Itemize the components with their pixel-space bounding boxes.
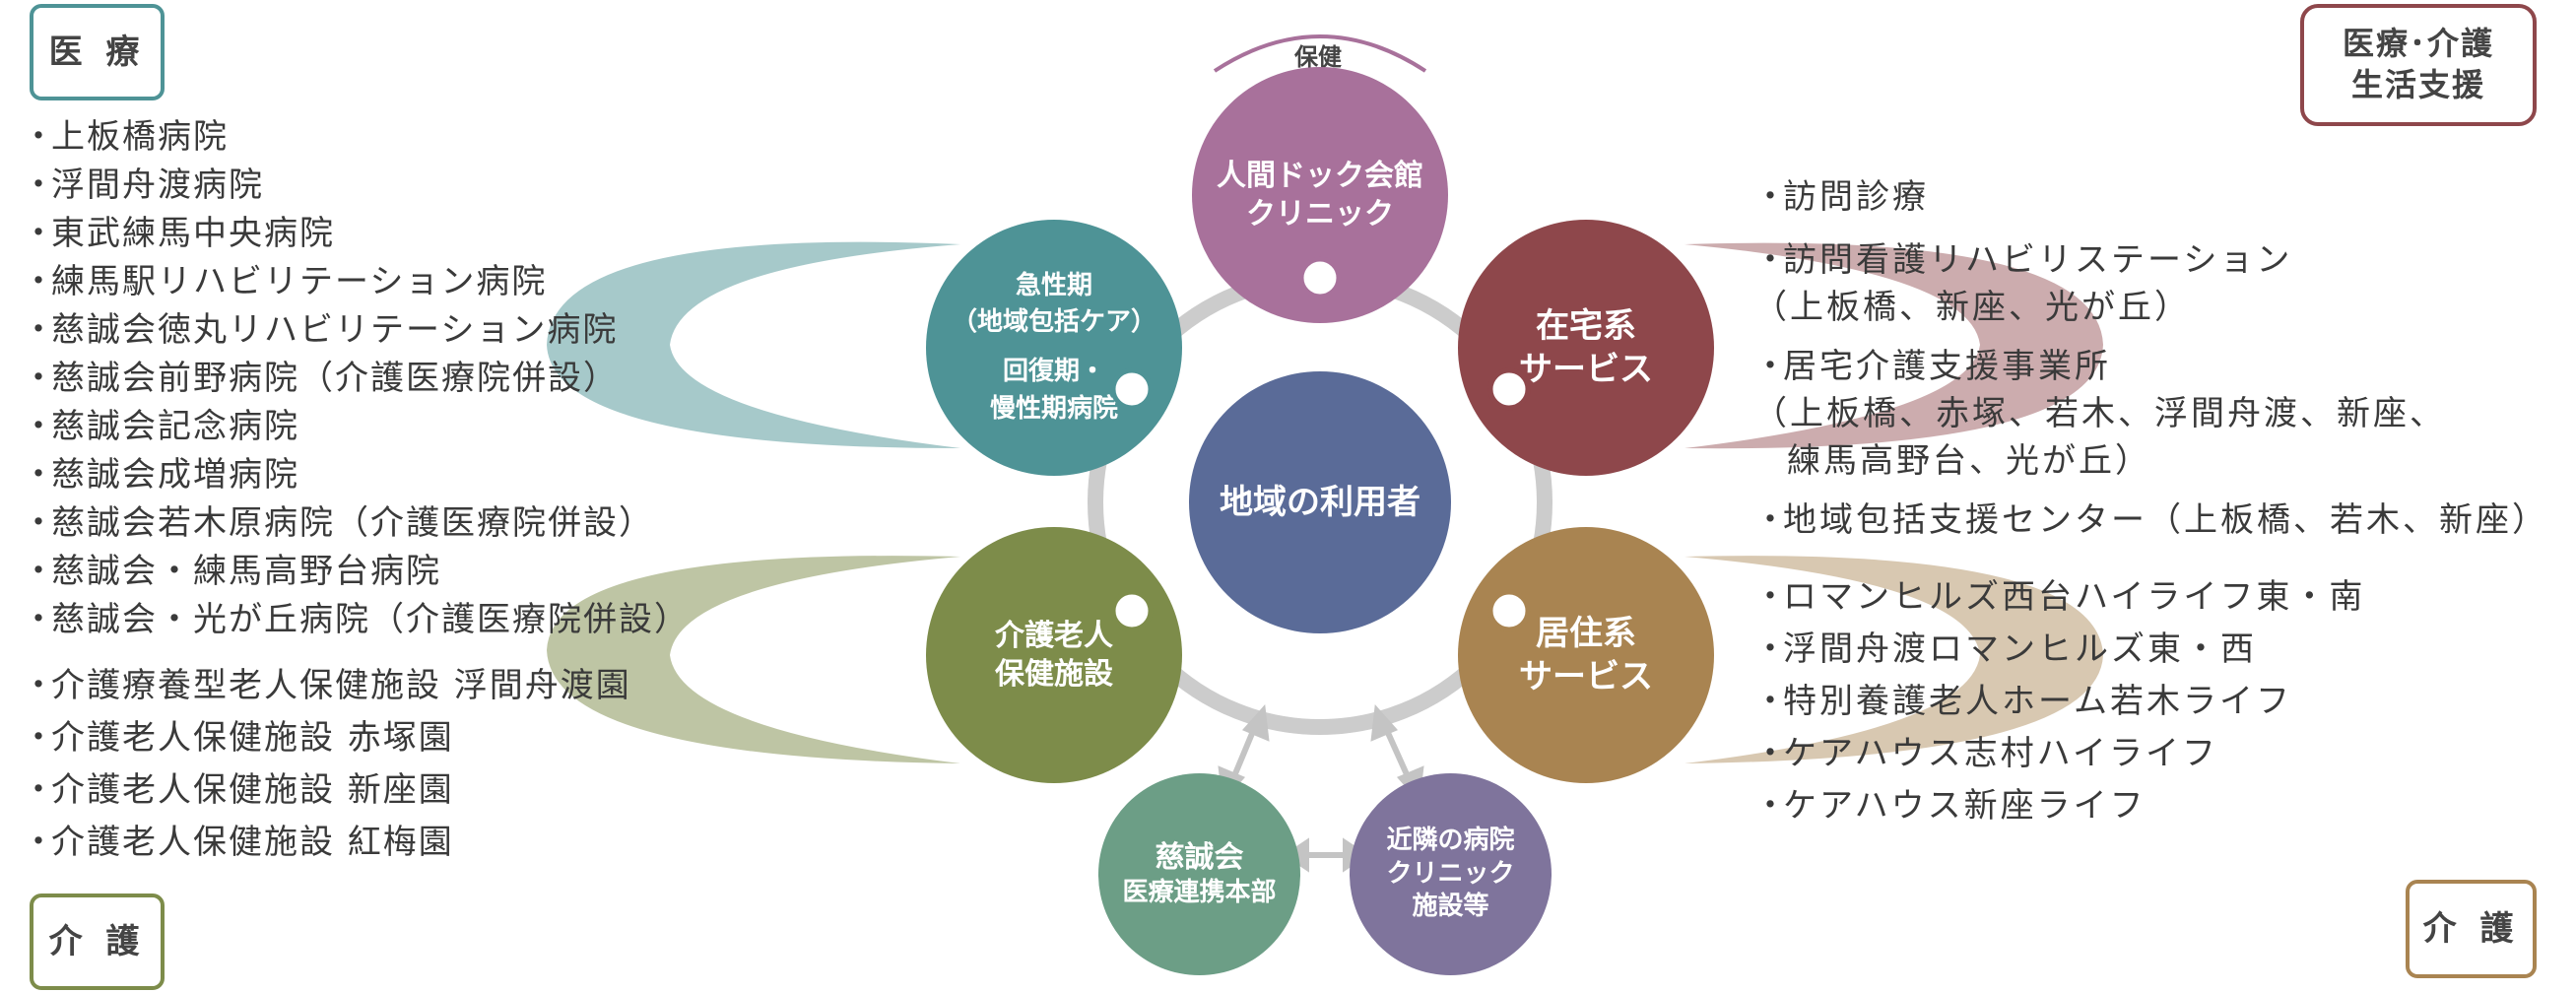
list-item: ・訪問診療 [1753, 177, 1929, 217]
list-item: ・慈誠会前野病院（介護医療院併設） [22, 359, 619, 398]
list-item: ・介護老人保健施設 赤塚園 [22, 718, 454, 758]
residential-list: ・ロマンヒルズ西台ハイライフ東・南 ・浮間舟渡ロマンヒルズ東・西 ・特別養護老人… [1753, 571, 2365, 832]
list-item: ・居宅介護支援事業所 [1753, 347, 2111, 386]
list-item: ・特別養護老人ホーム若木ライフ [1753, 682, 2292, 721]
list-item: ・慈誠会・練馬高野台病院 [22, 552, 441, 591]
home-service-list: ・訪問診療 ・訪問看護リハビリステーション （上板橋、新座、光が丘） ・居宅介護… [1753, 173, 2548, 544]
list-item-sub: 練馬高野台、光が丘） [1787, 441, 2151, 481]
swoosh-care [547, 556, 960, 763]
tag-care-right: 介 護 [2406, 880, 2537, 978]
hoken-label: 保健 [1294, 43, 1342, 71]
circle-center-users: 地域の利用者 [1189, 371, 1451, 633]
ring-node-top [1298, 256, 1342, 299]
list-item: ・介護療養型老人保健施設 浮間舟渡園 [22, 666, 631, 705]
circle-acute-hospital: 急性期 （地域包括ケア） 回復期・ 慢性期病院 [926, 220, 1182, 476]
list-item: ・ロマンヒルズ西台ハイライフ東・南 [1753, 577, 2366, 617]
list-item: ・慈誠会徳丸リハビリテーション病院 [22, 310, 619, 350]
list-item-sub: （上板橋、赤塚、若木、浮間舟渡、新座、 [1753, 394, 2446, 433]
list-item: ・介護老人保健施設 紅梅園 [22, 823, 454, 862]
list-item: ・上板橋病院 [22, 117, 229, 157]
tag-support-line1: 医療･介護 [2342, 25, 2494, 63]
list-item: ・慈誠会記念病院 [22, 407, 299, 446]
swoosh-residential [1684, 556, 2103, 763]
swoosh-medical [547, 241, 960, 448]
hoken-arc [1213, 34, 1427, 73]
circle-residential-services: 居住系 サービス [1458, 527, 1714, 783]
hospital-list: ・上板橋病院 ・浮間舟渡病院 ・東武練馬中央病院 ・練馬駅リハビリテーション病院… [22, 113, 690, 644]
ring-node-upper-left [1110, 367, 1154, 411]
tag-care-left: 介 護 [30, 894, 165, 990]
tag-care-right-label: 介 護 [2422, 908, 2520, 949]
list-item: ・浮間舟渡ロマンヒルズ東・西 [1753, 629, 2257, 669]
tag-support-line2: 生活支援 [2350, 66, 2485, 103]
list-item: ・地域包括支援センター（上板橋、若木、新座） [1753, 500, 2548, 540]
circle-home-services: 在宅系 サービス [1458, 220, 1714, 476]
swoosh-home [1684, 242, 2103, 449]
list-item: ・練馬駅リハビリテーション病院 [22, 262, 548, 301]
list-item-sub: （上板橋、新座、光が丘） [1753, 288, 2191, 327]
ring-node-upper-right [1487, 367, 1531, 411]
care-facility-list: ・介護療養型老人保健施設 浮間舟渡園 ・介護老人保健施設 赤塚園 ・介護老人保健… [22, 660, 631, 869]
tag-care-left-label: 介 護 [48, 921, 146, 961]
ring-node-lower-right [1487, 589, 1531, 632]
tag-medical-label: 医 療 [48, 32, 146, 72]
list-item: ・ケアハウス志村ハイライフ [1753, 734, 2218, 773]
list-item: ・慈誠会若木原病院（介護医療院併設） [22, 503, 654, 543]
tag-medical-care-support: 医療･介護 生活支援 [2300, 4, 2537, 126]
list-item: ・慈誠会・光が丘病院（介護医療院併設） [22, 600, 690, 639]
circle-nearby-hospitals: 近隣の病院 クリニック 施設等 [1350, 773, 1552, 975]
list-item: ・浮間舟渡病院 [22, 166, 264, 205]
circle-medical-liaison-hq: 慈誠会 医療連携本部 [1098, 773, 1300, 975]
tag-medical: 医 療 [30, 4, 165, 100]
list-item: ・東武練馬中央病院 [22, 214, 335, 253]
list-item: ・介護老人保健施設 新座園 [22, 770, 454, 810]
list-item: ・ケアハウス新座ライフ [1753, 786, 2147, 826]
list-item: ・訪問看護リハビリステーション [1753, 240, 2293, 280]
list-item: ・慈誠会成増病院 [22, 455, 299, 495]
circle-geriatric-facility: 介護老人 保健施設 [926, 527, 1182, 783]
ring-node-lower-left [1110, 589, 1154, 632]
